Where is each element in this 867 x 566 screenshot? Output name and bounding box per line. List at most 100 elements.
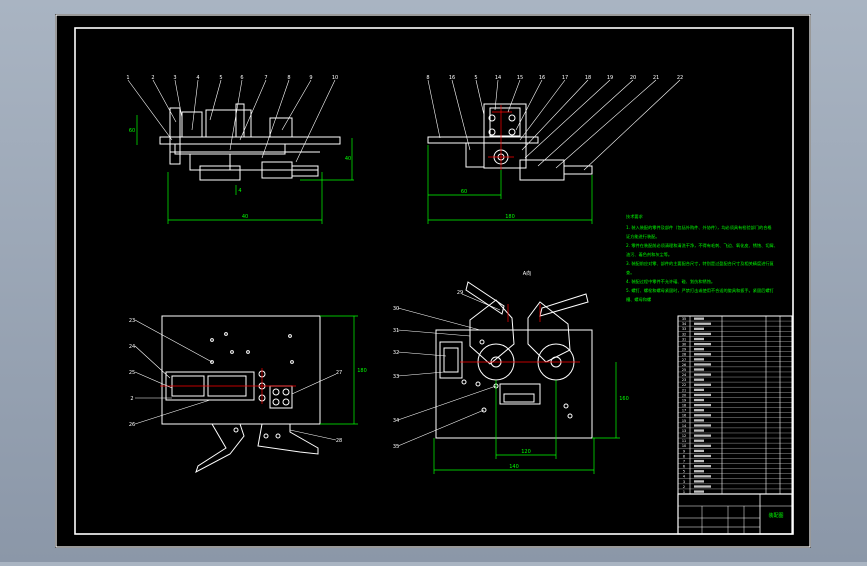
parts-row-name	[694, 327, 704, 330]
hole	[224, 332, 228, 336]
inner-frame	[74, 27, 794, 535]
title-block[interactable]: 装配图	[677, 493, 793, 535]
parts-row-number: 21	[682, 388, 686, 392]
cylinder-body	[443, 347, 459, 373]
column	[235, 103, 245, 138]
side-block	[465, 142, 485, 168]
balloon-label: 22	[677, 75, 683, 81]
balloon-label: 33	[393, 374, 399, 380]
center-block	[499, 383, 541, 405]
parts-row-number: 24	[682, 373, 686, 377]
arm-left	[469, 299, 515, 365]
parts-row-number: 5	[683, 470, 685, 474]
hole	[288, 334, 292, 338]
view-plan-right-dim-text: 120 140 160	[509, 396, 629, 470]
bracket-a	[181, 111, 203, 138]
parts-row-name	[694, 434, 711, 437]
leader-line	[427, 79, 441, 139]
view-plan-left-labels: 23 24 25 2 26 27 28	[129, 318, 342, 444]
view-front-left[interactable]	[159, 103, 341, 181]
dim-text: 4	[238, 188, 241, 194]
leader-line	[209, 79, 222, 121]
parts-row-number: 6	[683, 465, 685, 469]
title-block-frame	[677, 493, 793, 535]
leader-line	[134, 371, 173, 389]
parts-row-number: 20	[682, 393, 686, 397]
parts-row-number: 16	[682, 414, 686, 418]
hole	[481, 407, 487, 413]
view-front-left-labels: 1 2 3 4 5 6 7 8 9 10	[126, 75, 338, 81]
dim-text: 140	[509, 464, 519, 470]
base-plate	[161, 315, 321, 425]
parts-list-rows: 3534333231302928272625242322212019181716…	[678, 317, 792, 494]
parts-row-number: 1	[683, 490, 685, 494]
leader-line	[261, 79, 290, 159]
balloon-label: 30	[393, 306, 399, 312]
leader-line	[494, 79, 499, 111]
parts-row-name	[694, 337, 704, 341]
parts-row-name	[694, 383, 711, 386]
parts-row-name	[694, 332, 711, 336]
balloon-label: 14	[495, 75, 501, 81]
leader-line	[134, 399, 211, 425]
handle-left	[465, 281, 505, 315]
leader-line	[397, 307, 481, 331]
parts-row-name	[694, 358, 704, 361]
parts-row-name	[694, 403, 711, 407]
parts-row-number: 33	[682, 327, 686, 331]
hole	[233, 427, 239, 433]
parts-row-name	[694, 388, 704, 392]
hole	[508, 114, 516, 122]
hole	[282, 388, 290, 396]
balloon-label: 2	[151, 75, 154, 81]
cylinder-rod	[291, 165, 319, 177]
dim-text: 120	[521, 449, 531, 455]
hole	[488, 128, 496, 136]
notes-line: 4. 装配过程中零件不允许磕、碰、划伤和锈蚀。	[626, 278, 715, 285]
parts-list[interactable]: 3534333231302928272625242322212019181716…	[677, 315, 793, 495]
hole	[488, 114, 496, 122]
parts-row-number: 7	[683, 459, 685, 463]
view-plan-right-dims	[433, 362, 620, 474]
balloon-label: 18	[585, 75, 591, 81]
leader-line	[507, 79, 521, 113]
dim-text: 60	[129, 128, 135, 134]
balloon-label: 31	[393, 328, 399, 334]
leader-line	[174, 79, 183, 119]
parts-row-number: 29	[682, 348, 686, 352]
parts-row-number: 31	[682, 337, 686, 341]
notes-line: 5. 螺钉、螺栓和螺母紧固时，严禁打击或使用不合适的旋具和扳手。紧固后螺钉	[626, 287, 775, 294]
parts-row-name	[694, 424, 711, 427]
balloon-label: 20	[630, 75, 636, 81]
leader-line	[289, 429, 337, 441]
balloon-label: 34	[393, 418, 399, 424]
balloon-label: 3	[173, 75, 176, 81]
leader-line	[229, 79, 243, 151]
parts-row-number: 30	[682, 342, 686, 346]
parts-row-number: 11	[682, 439, 686, 443]
view-front-left-leaders	[127, 79, 336, 163]
leader-line	[239, 79, 267, 141]
parts-row-number: 35	[682, 317, 686, 321]
hole	[461, 379, 467, 385]
balloon-label: 27	[336, 370, 342, 376]
hole	[475, 381, 481, 387]
parts-row-name	[694, 419, 704, 422]
clamp-block	[269, 117, 293, 138]
notes-title: 技术要求	[626, 213, 644, 220]
parts-row-number: 8	[683, 454, 685, 458]
bracket-b	[205, 109, 252, 138]
balloon-label: 17	[562, 75, 568, 81]
hole	[272, 388, 280, 396]
parts-row-number: 25	[682, 368, 686, 372]
hole	[210, 338, 214, 342]
parts-row-number: 17	[682, 409, 686, 413]
parts-row-number: 3	[683, 480, 685, 484]
leader-line	[521, 79, 589, 151]
balloon-label: 7	[264, 75, 267, 81]
parts-row-number: 2	[683, 485, 685, 489]
notes-line: 2. 零件在装配前必须清理和清洗干净，不得有毛刺、飞边、氧化皮、锈蚀、切屑、	[626, 242, 778, 249]
notes-line: 证方能进行装配。	[626, 233, 660, 240]
parts-row-name	[694, 459, 704, 463]
